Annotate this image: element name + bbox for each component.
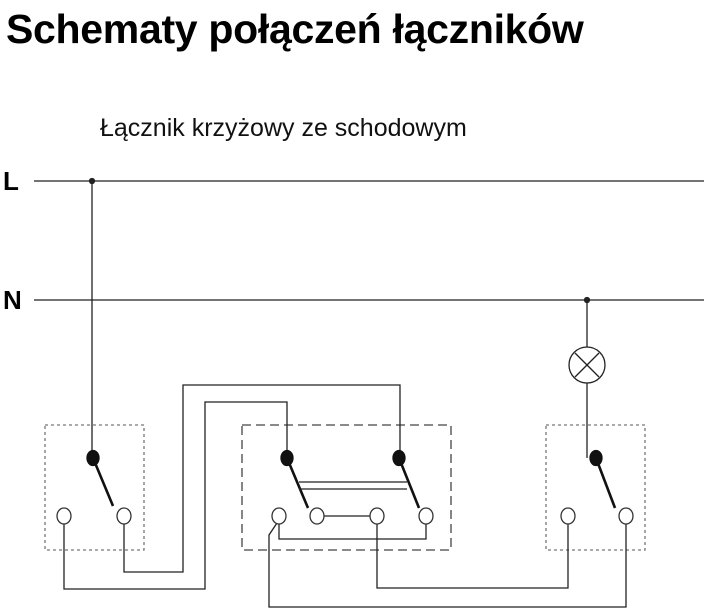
cross-switch-pivot-1 — [280, 449, 294, 467]
cross-switch-blade-1 — [285, 457, 310, 509]
cross-switch-terminal-3 — [369, 507, 385, 525]
right-switch-terminal-1 — [560, 507, 576, 525]
cross-switch-terminal-2 — [309, 507, 325, 525]
line-label-L: L — [3, 166, 19, 196]
left-switch-blade — [91, 457, 115, 507]
left-switch-pivot — [86, 449, 100, 467]
left-switch-terminal-2 — [116, 507, 132, 525]
right-switch-pivot — [589, 449, 603, 467]
lamp-icon — [568, 346, 606, 384]
cross-switch-terminal-4 — [418, 507, 434, 525]
cross-internal-bridge-bottom — [278, 523, 427, 540]
wire-traveller-outer — [123, 384, 401, 573]
cross-switch-blade-2 — [397, 457, 421, 509]
diagram-subtitle: Łącznik krzyżowy ze schodowym — [100, 114, 467, 142]
wire-traveller-inner — [63, 401, 288, 590]
right-switch-blade — [594, 457, 617, 509]
right-stair-switch-box — [545, 424, 646, 551]
neutral-label-N: N — [3, 285, 22, 315]
left-stair-switch-box — [44, 424, 145, 551]
right-switch-terminal-2 — [618, 507, 634, 525]
left-switch-terminal-1 — [56, 507, 72, 525]
cross-switch-box — [241, 424, 452, 551]
page-title: Schematy połączeń łączników — [6, 6, 584, 52]
cross-switch-terminal-1 — [271, 507, 287, 525]
wire-cross-to-right-1 — [376, 523, 569, 589]
cross-switch-pivot-2 — [392, 449, 406, 467]
wire-cross-to-right-2 — [268, 522, 627, 608]
